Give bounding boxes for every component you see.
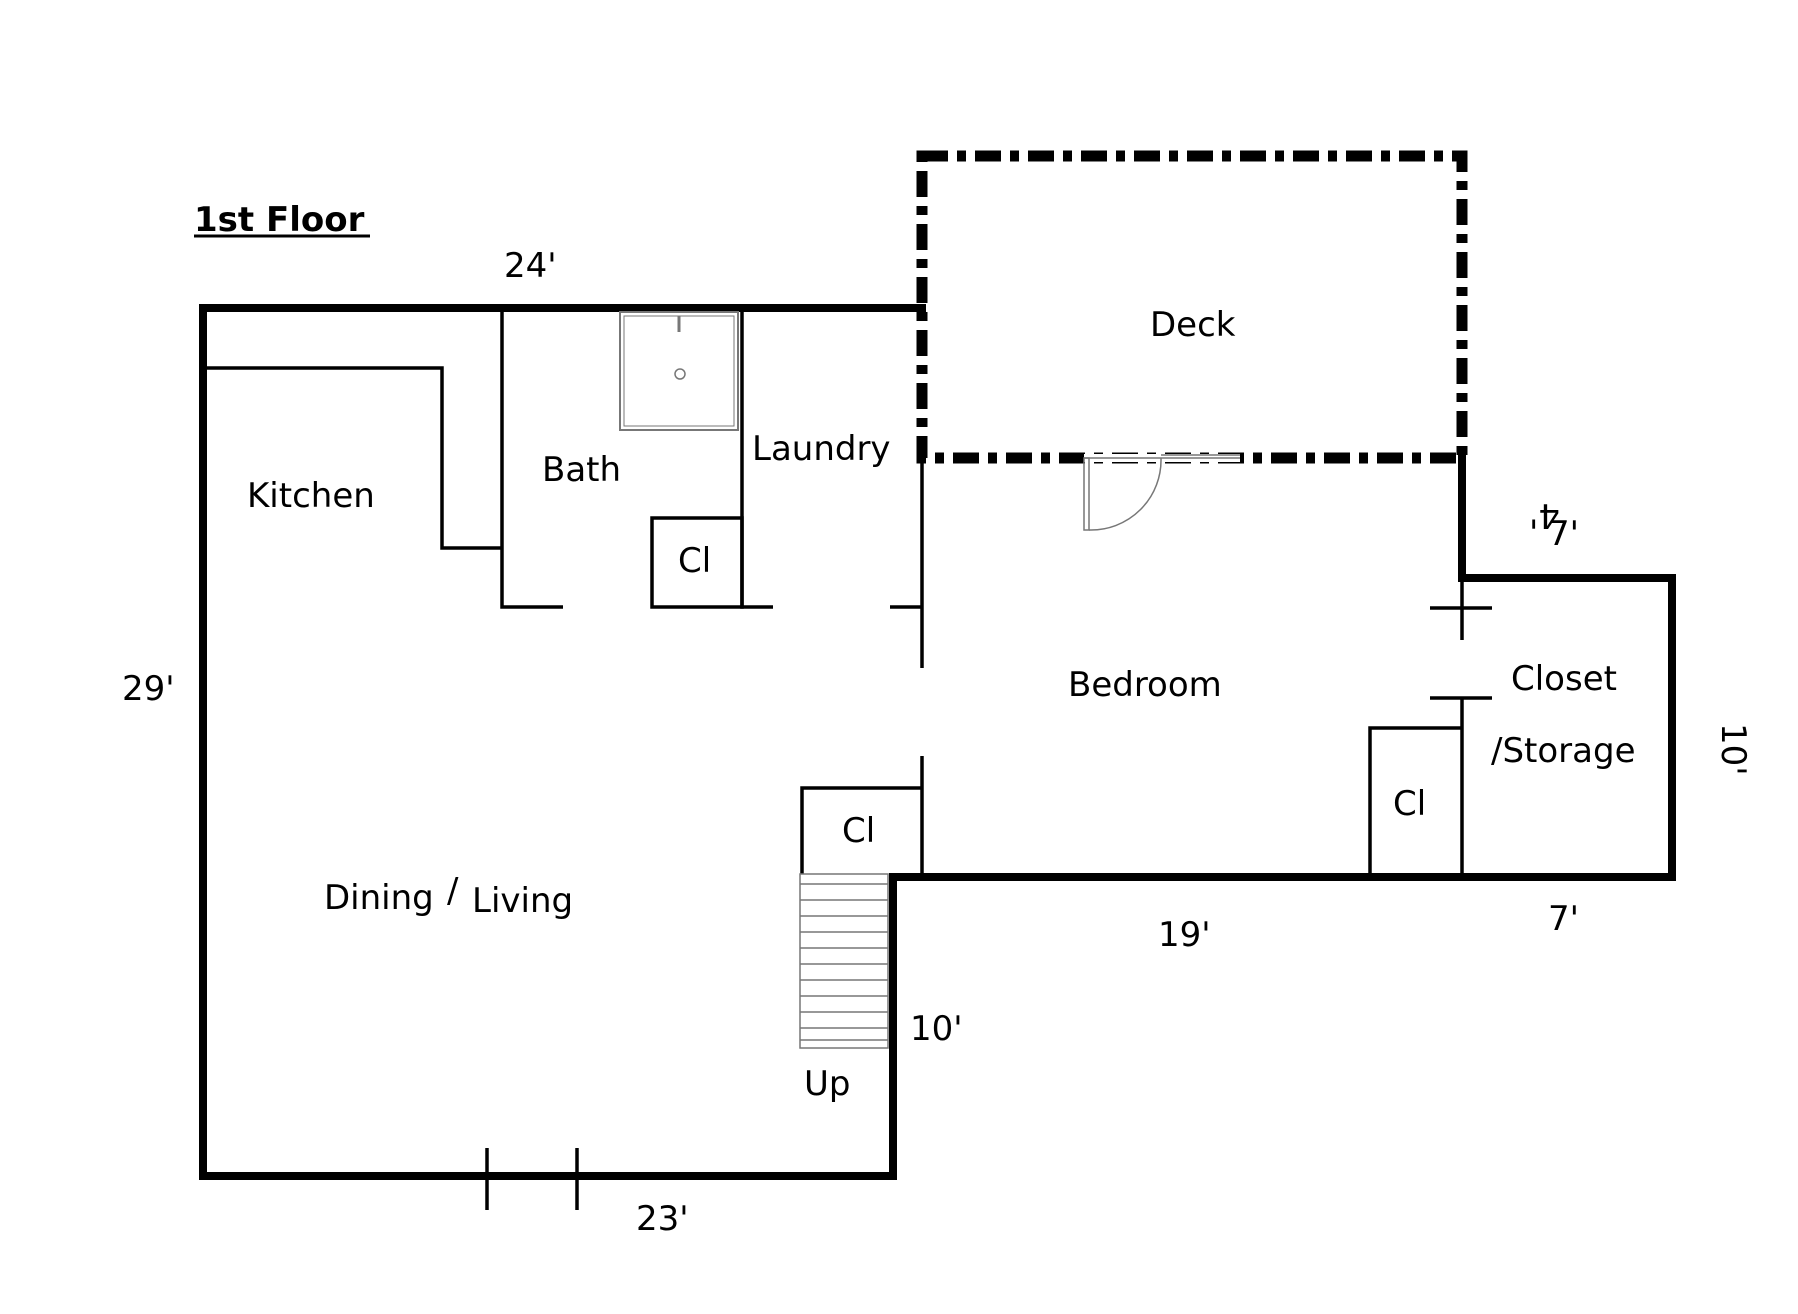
room-label-deck: Deck — [1150, 305, 1236, 345]
room-label-stair-closet: Cl — [842, 811, 875, 851]
shower-fixture — [619, 311, 739, 431]
room-label-bath: Bath — [542, 450, 621, 490]
stairs-label: Up — [804, 1064, 850, 1104]
dimension-top: 24' — [504, 246, 557, 286]
interior-walls — [207, 308, 1492, 1210]
room-label-closet-storage-line2: /Storage — [1491, 731, 1635, 771]
room-label-closet-storage-line1: Closet — [1511, 659, 1617, 699]
room-label-dining: Dining — [324, 878, 434, 918]
room-label-bedroom-closet: Cl — [1393, 784, 1426, 824]
deck-outline — [916, 150, 1468, 464]
deck-door — [1083, 454, 1240, 531]
bedroom-closet-walls — [1368, 726, 1462, 877]
dimension-closet-top: 7' — [1548, 514, 1579, 554]
room-label-bath-closet: Cl — [678, 541, 711, 581]
room-label-bedroom: Bedroom — [1068, 665, 1222, 705]
dimension-bottom: 23' — [636, 1199, 689, 1239]
floor-title: 1st Floor — [194, 200, 365, 240]
kitchen-counter — [207, 366, 502, 550]
room-label-laundry: Laundry — [752, 429, 891, 469]
room-label-slash: / — [447, 871, 459, 911]
dimension-closet-offset: 4' — [1529, 495, 1560, 535]
room-label-kitchen: Kitchen — [247, 476, 375, 516]
bath-wall-left — [500, 308, 563, 609]
dimension-bedroom-bottom: 19' — [1158, 915, 1211, 955]
room-label-living: Living — [472, 881, 573, 921]
stairs — [799, 873, 889, 1049]
dimension-closet-right: 10' — [1713, 723, 1753, 776]
exterior-walls — [199, 304, 1676, 1180]
dimension-closet-bottom: 7' — [1548, 899, 1579, 939]
dimension-left: 29' — [122, 669, 175, 709]
dimension-stair-side: 10' — [910, 1009, 963, 1049]
laundry-wall-left — [740, 308, 773, 609]
stair-closet-walls — [800, 786, 922, 877]
